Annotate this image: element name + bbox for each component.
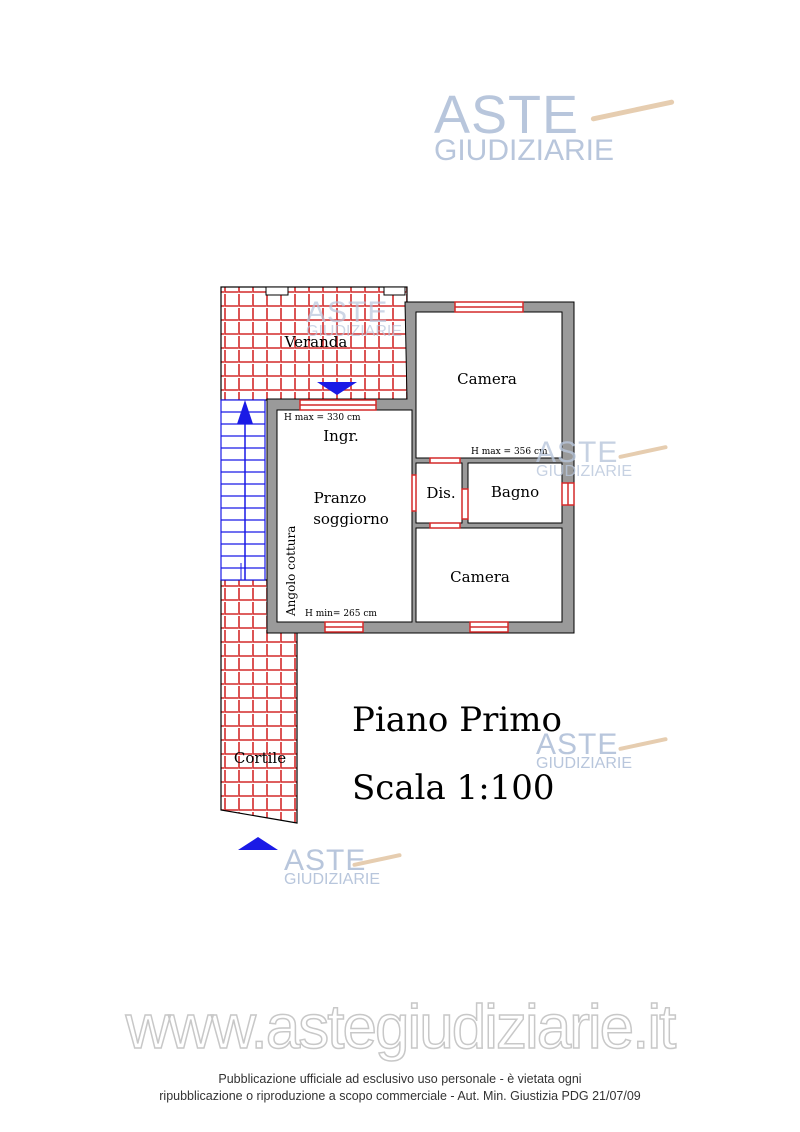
label-dis: Dis. <box>426 484 455 502</box>
room-pranzo-soggiorno <box>276 409 413 623</box>
label-camera-bottom: Camera <box>450 568 510 586</box>
access-arrow-icon <box>238 837 278 850</box>
veranda-opening <box>265 286 289 296</box>
watermark-logo-small: ASTE GIUDIZIARIE <box>536 438 632 480</box>
watermark-text: ASTE <box>434 85 580 145</box>
floor-title: Piano Primo <box>352 700 562 740</box>
label-hmax-camera: H max = 356 cm <box>471 447 548 457</box>
windows <box>299 301 575 633</box>
watermark-text: ASTE <box>284 844 367 877</box>
watermark-logo-small: ASTE GIUDIZIARIE <box>536 730 632 772</box>
notice-line-1: Pubblicazione ufficiale ad esclusivo uso… <box>218 1072 582 1086</box>
legal-notice: Pubblicazione ufficiale ad esclusivo uso… <box>0 1071 800 1105</box>
label-camera-top: Camera <box>457 370 517 388</box>
room-camera-bottom <box>415 527 563 623</box>
watermark-text: ASTE <box>536 436 619 469</box>
watermark-logo-small: ASTE GIUDIZIARIE <box>306 298 402 340</box>
label-cortile: Cortile <box>234 749 286 767</box>
watermark-text: GIUDIZIARIE <box>284 871 381 888</box>
site-watermark: www.astegiudiziarie.it <box>125 992 677 1063</box>
entrance-arrow-icon <box>317 382 357 395</box>
label-soggiorno: soggiorno <box>313 510 389 528</box>
watermark-text: ASTE <box>536 728 619 761</box>
notice-line-2: ripubblicazione o riproduzione a scopo c… <box>159 1089 641 1103</box>
label-hmin: H min= 265 cm <box>305 609 377 619</box>
watermark-logo-top: ASTE GIUDIZIARIE <box>434 88 614 166</box>
watermark-text: GIUDIZIARIE <box>434 134 615 167</box>
scale-label: Scala 1:100 <box>352 768 555 808</box>
watermark-text: ASTE <box>306 296 389 329</box>
label-pranzo: Pranzo <box>314 489 367 507</box>
room-camera-top <box>415 311 563 459</box>
staircase <box>220 399 266 581</box>
watermark-logo-small: ASTE GIUDIZIARIE <box>284 846 380 888</box>
stairs-up-arrow-icon <box>237 400 253 424</box>
label-veranda: Veranda <box>284 333 348 351</box>
watermark-text: GIUDIZIARIE <box>536 463 633 480</box>
watermark-text: GIUDIZIARIE <box>306 323 403 340</box>
watermark-text: GIUDIZIARIE <box>536 755 633 772</box>
label-hmax-ingresso: H max = 330 cm <box>284 413 361 423</box>
label-ingresso: Ingr. <box>323 427 358 445</box>
label-angolo-cottura: Angolo cottura <box>284 526 298 617</box>
veranda-opening <box>383 286 406 296</box>
label-bagno: Bagno <box>491 483 539 501</box>
room-bagno <box>467 462 563 524</box>
